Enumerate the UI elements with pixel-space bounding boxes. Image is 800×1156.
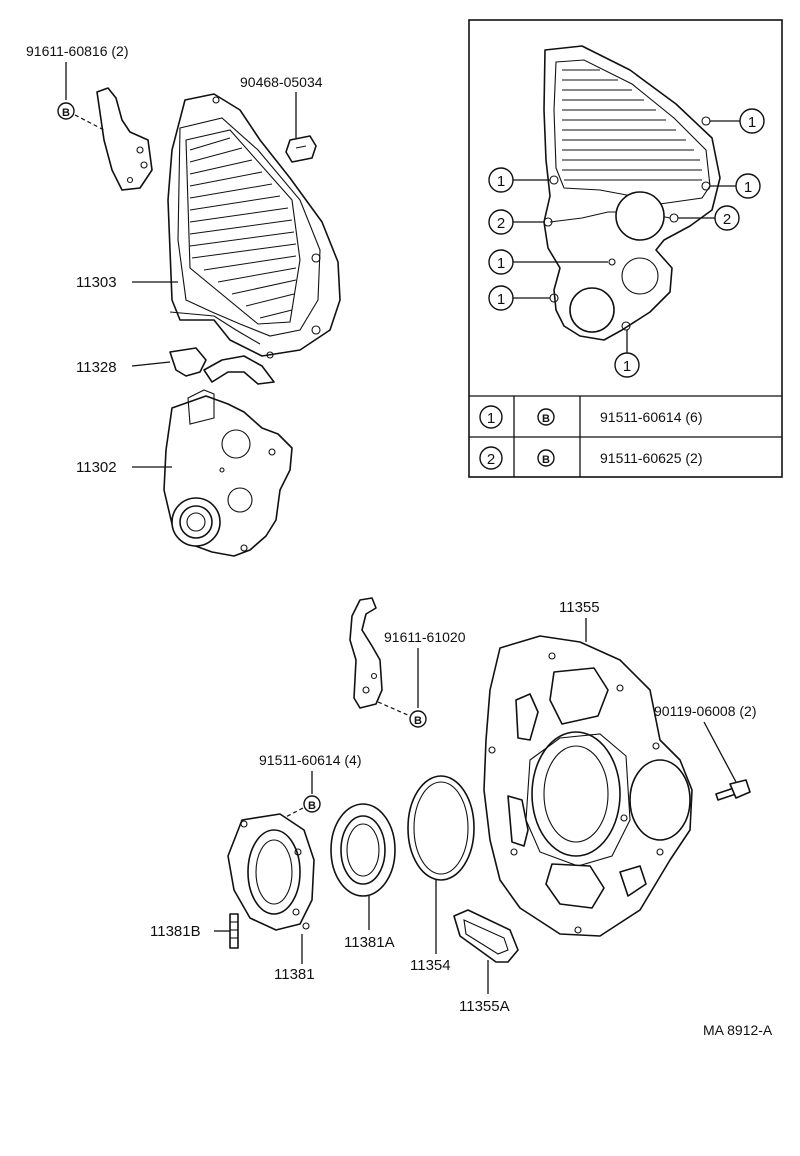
wire-clip [285,135,317,163]
label-11381: 11381 [274,966,315,983]
label-11381A: 11381A [344,934,395,951]
cover-bracket [96,87,153,191]
label-11302: 11302 [76,459,117,476]
upper-timing-cover [167,93,341,359]
stud-bolt [229,913,239,949]
svg-text:B: B [62,107,70,119]
o-ring [407,775,475,881]
legend-row-2: 2 B 91511-60625 (2) [479,446,702,470]
callout-2-a: 2 [488,209,544,235]
svg-text:1: 1 [497,173,505,190]
svg-text:1: 1 [487,410,495,427]
callout-1-b: 1 [710,173,761,199]
svg-text:B: B [542,454,550,466]
svg-text:1: 1 [497,255,505,272]
bolt-location-inset: 1 1 1 2 2 1 1 [468,19,783,478]
bolt-symbol-c: B [303,795,321,813]
end-plate-bracket [349,597,383,709]
label-11328: 11328 [76,359,117,376]
cover-gasket [169,347,275,385]
svg-text:1: 1 [748,114,756,131]
svg-text:B: B [414,715,422,727]
label-91611-61020: 91611-61020 [384,629,466,645]
callout-1-e: 1 [488,285,550,311]
small-plate [453,909,519,963]
svg-text:2: 2 [723,211,731,228]
svg-text:1: 1 [497,291,505,308]
label-11303: 11303 [76,274,117,291]
label-11381B: 11381B [150,923,201,940]
label-91611-60816: 91611-60816 (2) [26,43,128,59]
svg-text:2: 2 [487,451,495,468]
callout-1-a: 1 [710,108,765,134]
legend-row-1: 1 B 91511-60614 (6) [479,405,702,429]
oil-seal [330,803,396,897]
figure-code: MA 8912-A [703,1022,773,1038]
svg-text:B: B [542,413,550,425]
label-90468-05034: 90468-05034 [240,74,323,90]
svg-text:2: 2 [497,215,505,232]
callout-2-b: 2 [678,205,740,231]
bolt-symbol-b: B [409,710,427,728]
svg-text:B: B [308,800,316,812]
label-11355: 11355 [559,599,600,616]
lower-timing-cover [163,389,293,557]
end-plate-bolt [715,779,751,801]
legend-part-91511-60614: 91511-60614 (6) [600,409,702,425]
seal-retainer [227,813,315,931]
label-11355A: 11355A [459,998,510,1015]
svg-text:1: 1 [744,179,752,196]
svg-text:1: 1 [623,358,631,375]
end-plate [483,635,693,937]
label-91511-60614-4: 91511-60614 (4) [259,752,361,768]
callout-1-c: 1 [488,167,550,193]
label-11354: 11354 [410,957,451,974]
legend-part-91511-60625: 91511-60625 (2) [600,450,702,466]
callout-1-d: 1 [488,249,608,275]
callout-1-f: 1 [614,330,640,378]
label-90119-06008: 90119-06008 (2) [654,703,756,719]
bolt-symbol-a: B [57,102,75,120]
